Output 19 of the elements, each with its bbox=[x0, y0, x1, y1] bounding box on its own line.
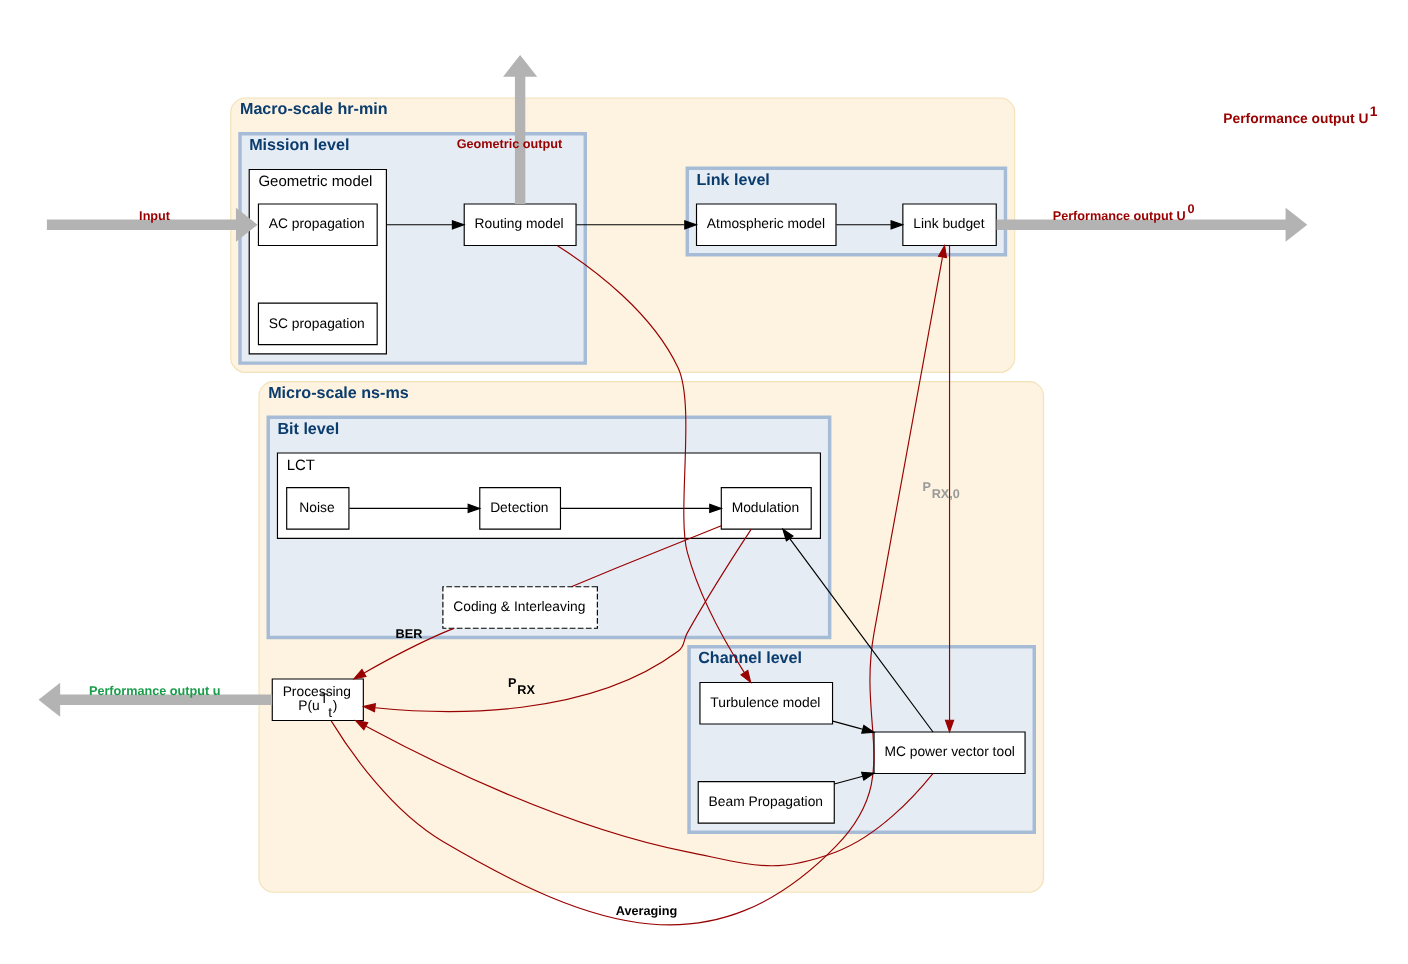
arrow bbox=[832, 720, 876, 734]
arrow bbox=[38, 682, 273, 717]
arrow bbox=[944, 245, 955, 734]
arrow bbox=[575, 219, 699, 230]
arrow bbox=[833, 771, 876, 785]
arrow bbox=[560, 503, 724, 514]
connector bbox=[570, 525, 722, 588]
arrow bbox=[361, 528, 752, 713]
arrow bbox=[996, 207, 1308, 242]
arrow bbox=[503, 55, 538, 204]
arrow bbox=[352, 627, 455, 680]
arrow bbox=[46, 207, 258, 242]
arrow bbox=[354, 719, 934, 867]
arrow bbox=[385, 219, 466, 230]
arrow bbox=[348, 503, 482, 514]
arrow bbox=[781, 527, 934, 733]
arrow bbox=[556, 245, 752, 684]
arrow bbox=[330, 243, 948, 926]
arrow bbox=[835, 219, 905, 230]
